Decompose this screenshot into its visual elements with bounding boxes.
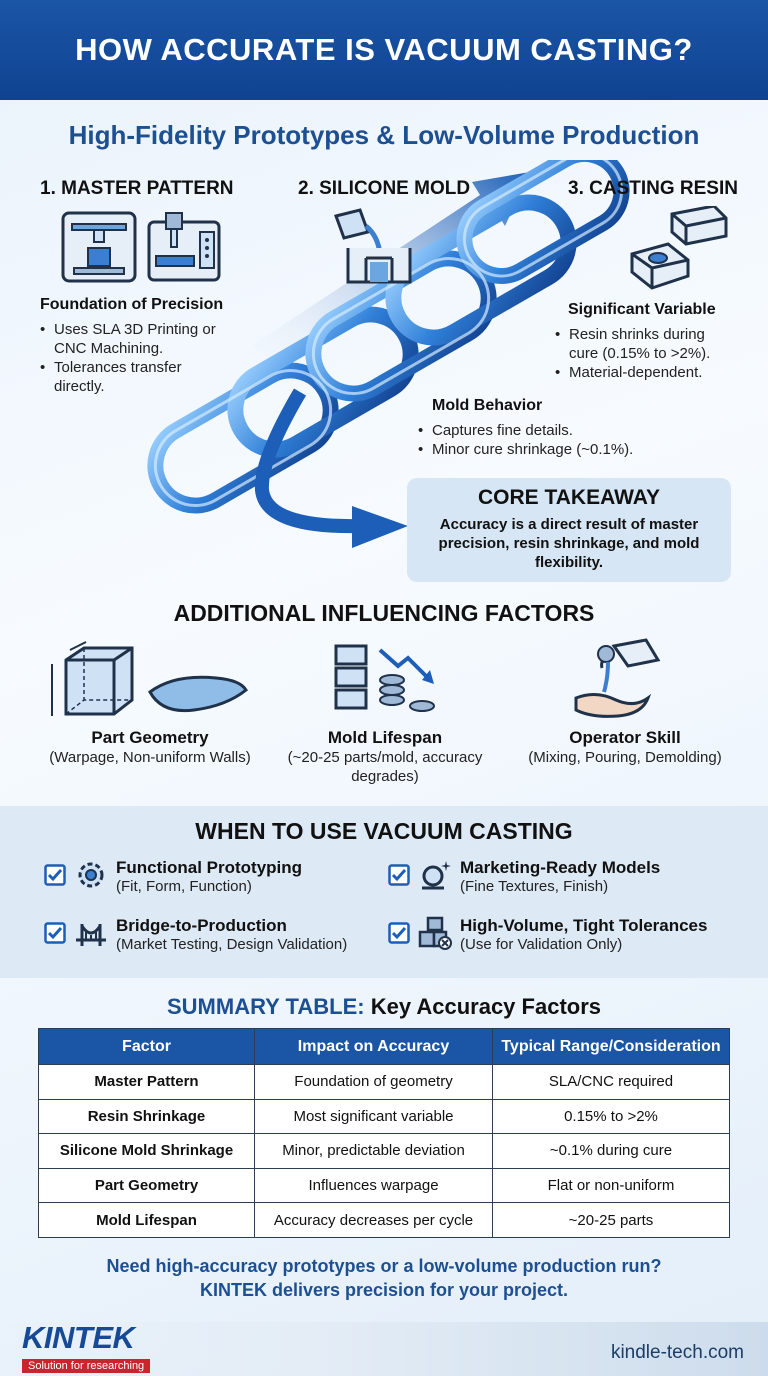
table-header-row: Factor Impact on Accuracy Typical Range/…: [38, 1028, 730, 1065]
step-resin-title: 3. CASTING RESIN: [568, 178, 738, 199]
use-sub: (Market Testing, Design Validation): [116, 936, 348, 953]
step-resin-bullets: Resin shrinks during cure (0.15% to >2%)…: [555, 325, 733, 382]
use-label: Functional Prototyping: [116, 858, 303, 877]
step-resin-heading: Significant Variable: [568, 301, 716, 318]
table-row: Resin Shrinkage Most significant variabl…: [38, 1098, 730, 1135]
factor-sub: (Mixing, Pouring, Demolding): [528, 749, 722, 766]
table-row: Master Pattern Foundation of geometry SL…: [38, 1064, 730, 1100]
factors-title: ADDITIONAL INFLUENCING FACTORS: [173, 600, 595, 626]
logo-text: KINTEK: [22, 1320, 135, 1355]
column-header: Typical Range/Consideration: [492, 1028, 730, 1065]
table-cell: Accuracy decreases per cycle: [254, 1202, 493, 1238]
list-item: Uses SLA 3D Printing or CNC Machining.: [40, 320, 230, 358]
list-item: Tolerances transfer directly.: [40, 358, 230, 396]
when-title: WHEN TO USE VACUUM CASTING: [195, 818, 573, 844]
part-geometry-icon: [51, 641, 248, 716]
step-mold-title: 2. SILICONE MOLD: [298, 178, 471, 199]
summary-table: Factor Impact on Accuracy Typical Range/…: [38, 1028, 730, 1238]
3d-printer-icon: [61, 211, 137, 283]
use-sub: (Fit, Form, Function): [116, 878, 252, 895]
table-cell: Silicone Mold Shrinkage: [38, 1133, 255, 1169]
checkbox-icon: [44, 864, 66, 886]
table-cell: ~0.1% during cure: [492, 1133, 730, 1169]
checkbox-icon: [44, 922, 66, 944]
use-label: Marketing-Ready Models: [460, 858, 661, 877]
list-item: Captures fine details.: [418, 421, 718, 440]
use-functional-prototyping: Functional Prototyping (Fit, Form, Funct…: [44, 858, 302, 895]
gear-icon: [78, 862, 104, 888]
sparkle-model-icon: [422, 861, 451, 890]
kintek-logo[interactable]: KINTEK Solution for researching: [22, 1320, 151, 1374]
header-banner: HOW ACCURATE IS VACUUM CASTING?: [0, 0, 768, 100]
table-cell: SLA/CNC required: [492, 1064, 730, 1100]
table-cell: Most significant variable: [254, 1098, 493, 1135]
table-title-part1: SUMMARY TABLE:: [166, 994, 365, 1019]
pouring-mold-icon: [334, 208, 412, 284]
takeaway-body: Accuracy is a direct result of master pr…: [438, 516, 700, 571]
step-master-title: 1. MASTER PATTERN: [40, 178, 234, 199]
list-item: Minor cure shrinkage (~0.1%).: [418, 440, 718, 459]
table-cell: Mold Lifespan: [38, 1202, 255, 1238]
table-cell: Resin Shrinkage: [38, 1098, 255, 1135]
use-sub: (Use for Validation Only): [460, 936, 623, 953]
factor-sub: (Warpage, Non-uniform Walls): [49, 749, 251, 766]
cta-line1: Need high-accuracy prototypes or a low-v…: [106, 1256, 662, 1276]
table-cell: Master Pattern: [38, 1064, 255, 1100]
cnc-machine-icon: [147, 212, 221, 282]
list-item: Material-dependent.: [555, 363, 733, 382]
takeaway-title: CORE TAKEAWAY: [477, 486, 661, 509]
table-cell: 0.15% to >2%: [492, 1098, 730, 1135]
bridge-icon: [76, 924, 106, 946]
factor-label: Part Geometry: [91, 728, 209, 747]
step-mold-bullets: Captures fine details. Minor cure shrink…: [418, 421, 718, 459]
subtitle: High-Fidelity Prototypes & Low-Volume Pr…: [68, 120, 700, 150]
table-title-part2: Key Accuracy Factors: [370, 994, 602, 1019]
website-link[interactable]: kindle-tech.com: [610, 1342, 744, 1363]
table-cell: Influences warpage: [254, 1167, 493, 1204]
boxes-icon: [418, 916, 452, 950]
table-row: Silicone Mold Shrinkage Minor, predictab…: [38, 1133, 730, 1169]
page-title: HOW ACCURATE IS VACUUM CASTING?: [75, 32, 693, 67]
table-cell: ~20-25 parts: [492, 1202, 730, 1238]
table-row: Mold Lifespan Accuracy decreases per cyc…: [38, 1202, 730, 1238]
step-mold-heading: Mold Behavior: [432, 397, 543, 414]
table-cell: Minor, predictable deviation: [254, 1133, 493, 1169]
checkbox-icon: [388, 922, 410, 944]
table-title: SUMMARY TABLE: Key Accuracy Factors: [0, 994, 768, 1020]
factor-sub: (~20-25 parts/mold, accuracy degrades): [287, 749, 483, 785]
operator-skill-icon: [574, 638, 661, 718]
use-bridge-to-production: Bridge-to-Production (Market Testing, De…: [44, 916, 347, 953]
table-cell: Flat or non-uniform: [492, 1167, 730, 1204]
call-to-action: Need high-accuracy prototypes or a low-v…: [0, 1254, 768, 1302]
use-marketing-models: Marketing-Ready Models (Fine Textures, F…: [388, 858, 660, 895]
curved-arrow-icon: [254, 388, 408, 548]
step-master-heading: Foundation of Precision: [40, 296, 224, 313]
factor-label: Operator Skill: [569, 728, 681, 747]
factor-label: Mold Lifespan: [327, 728, 443, 747]
use-sub: (Fine Textures, Finish): [460, 878, 609, 895]
step-master-bullets: Uses SLA 3D Printing or CNC Machining. T…: [40, 320, 230, 396]
checkbox-icon: [388, 864, 410, 886]
table-row: Part Geometry Influences warpage Flat or…: [38, 1167, 730, 1204]
mold-lifespan-icon: [334, 644, 435, 712]
factor-mold-lifespan: Mold Lifespan (~20-25 parts/mold, accura…: [285, 728, 485, 786]
resin-block-icon: [630, 206, 728, 290]
table-cell: Part Geometry: [38, 1167, 255, 1204]
column-header: Impact on Accuracy: [254, 1028, 493, 1065]
column-header: Factor: [38, 1028, 255, 1065]
factor-operator-skill: Operator Skill (Mixing, Pouring, Demoldi…: [500, 728, 750, 767]
use-label: High-Volume, Tight Tolerances: [460, 916, 708, 935]
cta-line2: KINTEK delivers precision for your proje…: [199, 1280, 569, 1300]
use-label: Bridge-to-Production: [116, 916, 287, 935]
factor-part-geometry: Part Geometry (Warpage, Non-uniform Wall…: [20, 728, 280, 767]
list-item: Resin shrinks during cure (0.15% to >2%)…: [555, 325, 733, 363]
logo-tagline: Solution for researching: [22, 1359, 151, 1373]
core-takeaway-box: CORE TAKEAWAY Accuracy is a direct resul…: [407, 478, 731, 582]
use-high-volume: High-Volume, Tight Tolerances (Use for V…: [388, 916, 707, 953]
table-cell: Foundation of geometry: [254, 1064, 493, 1100]
when-to-use-band: [0, 806, 768, 978]
